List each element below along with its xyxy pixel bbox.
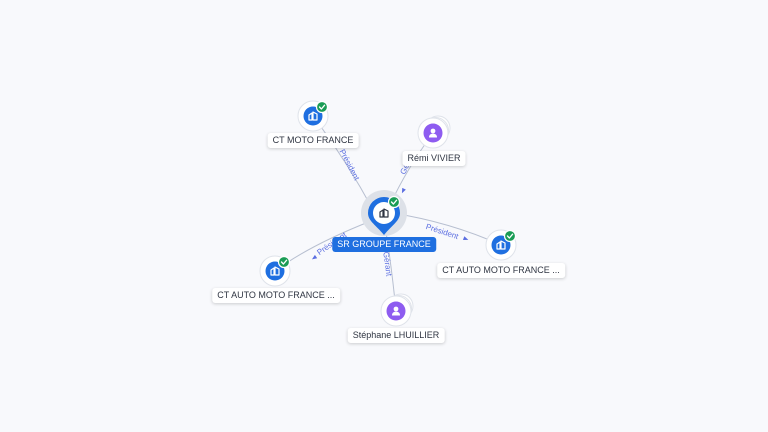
- person-icon: [392, 306, 400, 316]
- edge-label: Gérant: [381, 251, 393, 277]
- center-node-label[interactable]: SR GROUPE FRANCE: [332, 237, 436, 252]
- node-label[interactable]: Rémi VIVIER: [402, 151, 466, 166]
- verified-check-icon: [315, 100, 329, 114]
- edge-arrow: [462, 236, 469, 241]
- building-icon: [496, 240, 506, 250]
- node-label[interactable]: CT AUTO MOTO FRANCE ...: [212, 288, 340, 303]
- node-label[interactable]: CT MOTO FRANCE: [267, 133, 359, 148]
- edge-line: [312, 115, 373, 209]
- person-node[interactable]: [417, 115, 451, 149]
- building-icon: [270, 266, 280, 276]
- building-icon: [379, 208, 389, 218]
- company-node[interactable]: [259, 255, 291, 287]
- verified-check-icon: [387, 195, 401, 209]
- company-node[interactable]: [485, 229, 517, 261]
- company-node[interactable]: [297, 100, 329, 132]
- person-node[interactable]: [380, 293, 414, 327]
- person-icon: [429, 128, 437, 138]
- edge-arrow: [401, 187, 406, 194]
- edge-arrow: [311, 254, 318, 260]
- building-icon: [308, 111, 318, 121]
- verified-check-icon: [277, 255, 291, 269]
- verified-check-icon: [503, 229, 517, 243]
- center-node[interactable]: [361, 190, 407, 236]
- edge-label: Président: [337, 148, 361, 183]
- node-label[interactable]: Stéphane LHUILLIER: [347, 328, 445, 343]
- node-label[interactable]: CT AUTO MOTO FRANCE ...: [437, 263, 565, 278]
